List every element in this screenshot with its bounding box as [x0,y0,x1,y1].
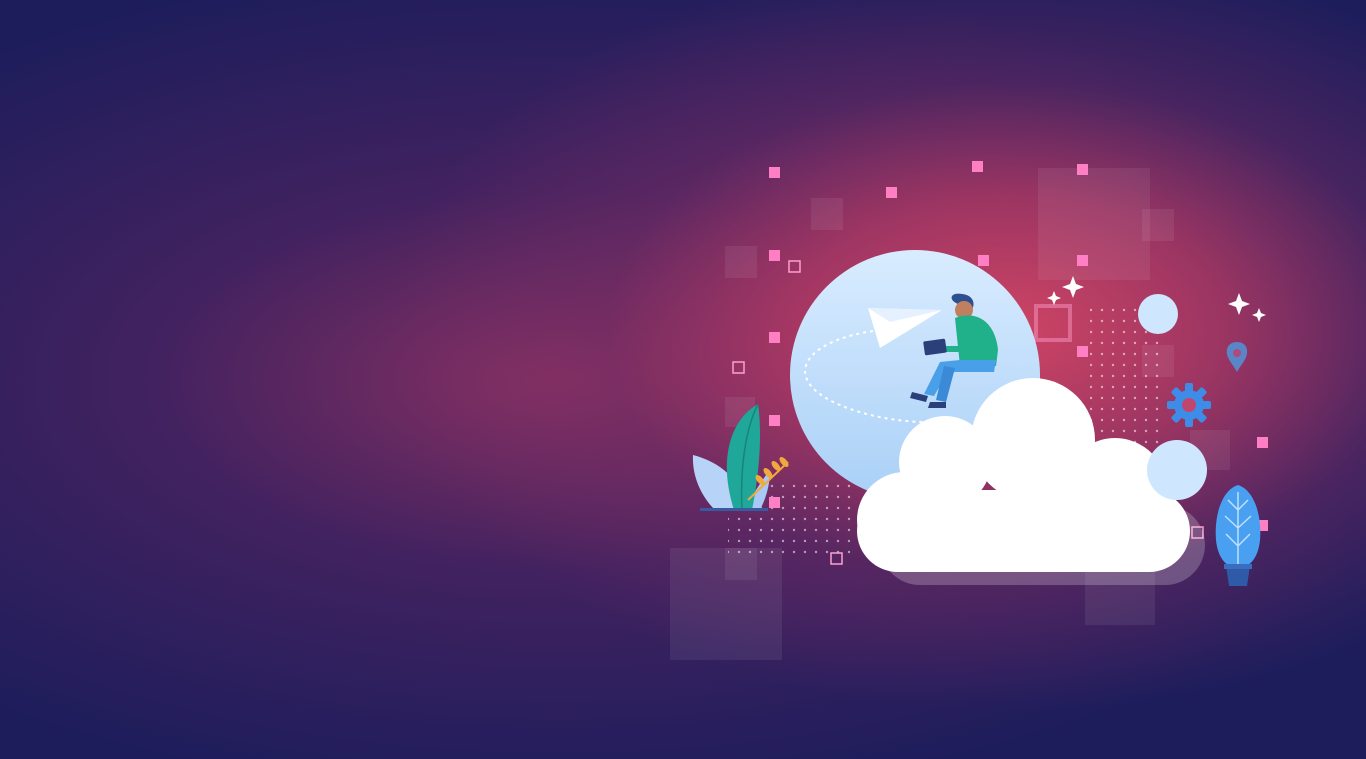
pink-squares [769,161,1268,531]
flight-path [804,329,961,424]
bubble [1147,440,1207,500]
location-pin-icon [1226,342,1248,372]
outline-squares [732,260,1204,565]
person-with-laptop-icon [910,293,998,408]
leaves-icon [692,403,789,511]
cloud-icon [857,378,1190,572]
paper-plane-icon [868,308,942,348]
sparkle-icon [1047,276,1266,322]
gear-icon [1167,383,1211,427]
bubble [1138,294,1178,334]
potted-plant-icon [1215,485,1261,586]
